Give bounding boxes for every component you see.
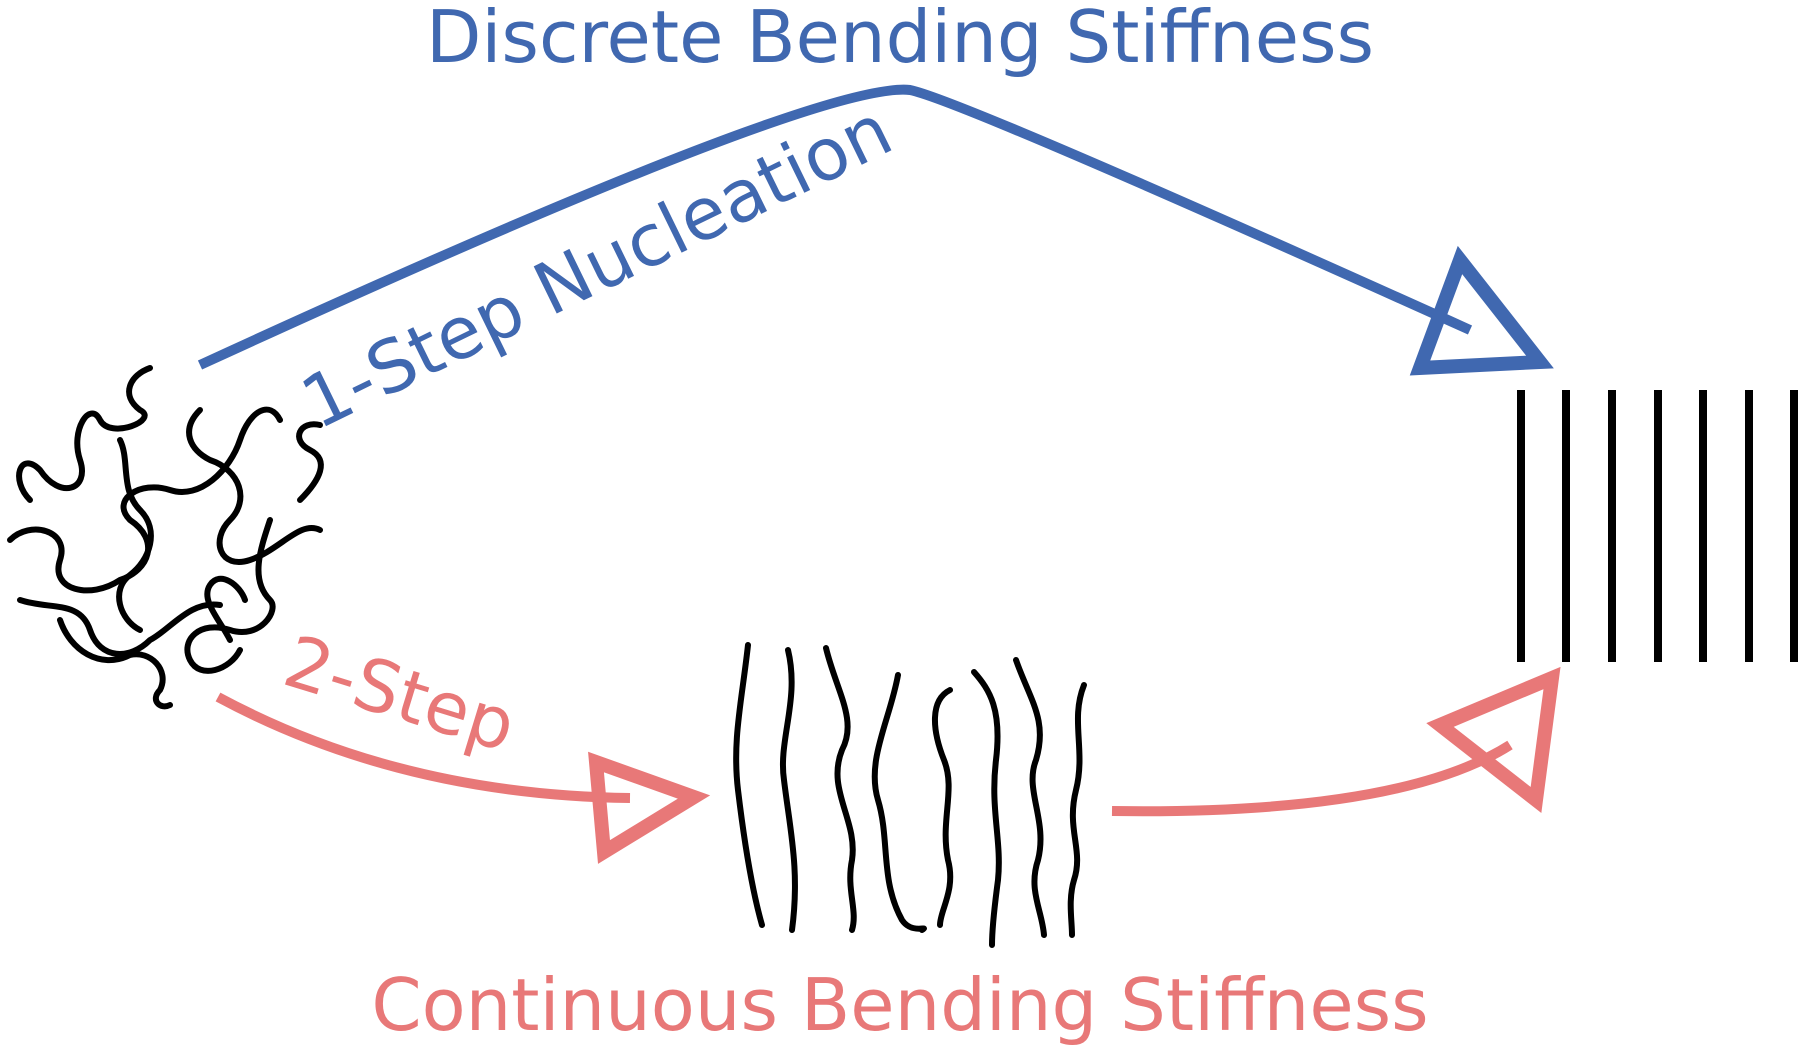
one-step-pathway: 1-Step Nucleation bbox=[197, 84, 1554, 445]
random-coil-icon bbox=[7, 365, 324, 710]
one-step-arrowhead-icon bbox=[1409, 245, 1554, 376]
continuous-bending-stiffness-label: Continuous Bending Stiffness bbox=[371, 963, 1428, 1047]
two-step-second-arrowhead-icon bbox=[1426, 666, 1561, 814]
two-step-label: 2-Step bbox=[275, 619, 525, 768]
wavy-chains-icon bbox=[733, 642, 1087, 948]
two-step-pathway: 2-Step bbox=[215, 619, 1561, 864]
one-step-arrow-line bbox=[197, 84, 1473, 370]
two-step-first-arrow-line bbox=[215, 692, 631, 803]
two-step-first-arrowhead-icon bbox=[588, 751, 711, 864]
discrete-bending-stiffness-label: Discrete Bending Stiffness bbox=[426, 0, 1374, 79]
one-step-nucleation-label: 1-Step Nucleation bbox=[289, 87, 905, 445]
straight-rods-icon bbox=[1517, 390, 1798, 662]
two-step-second-arrow-line bbox=[1111, 740, 1513, 817]
